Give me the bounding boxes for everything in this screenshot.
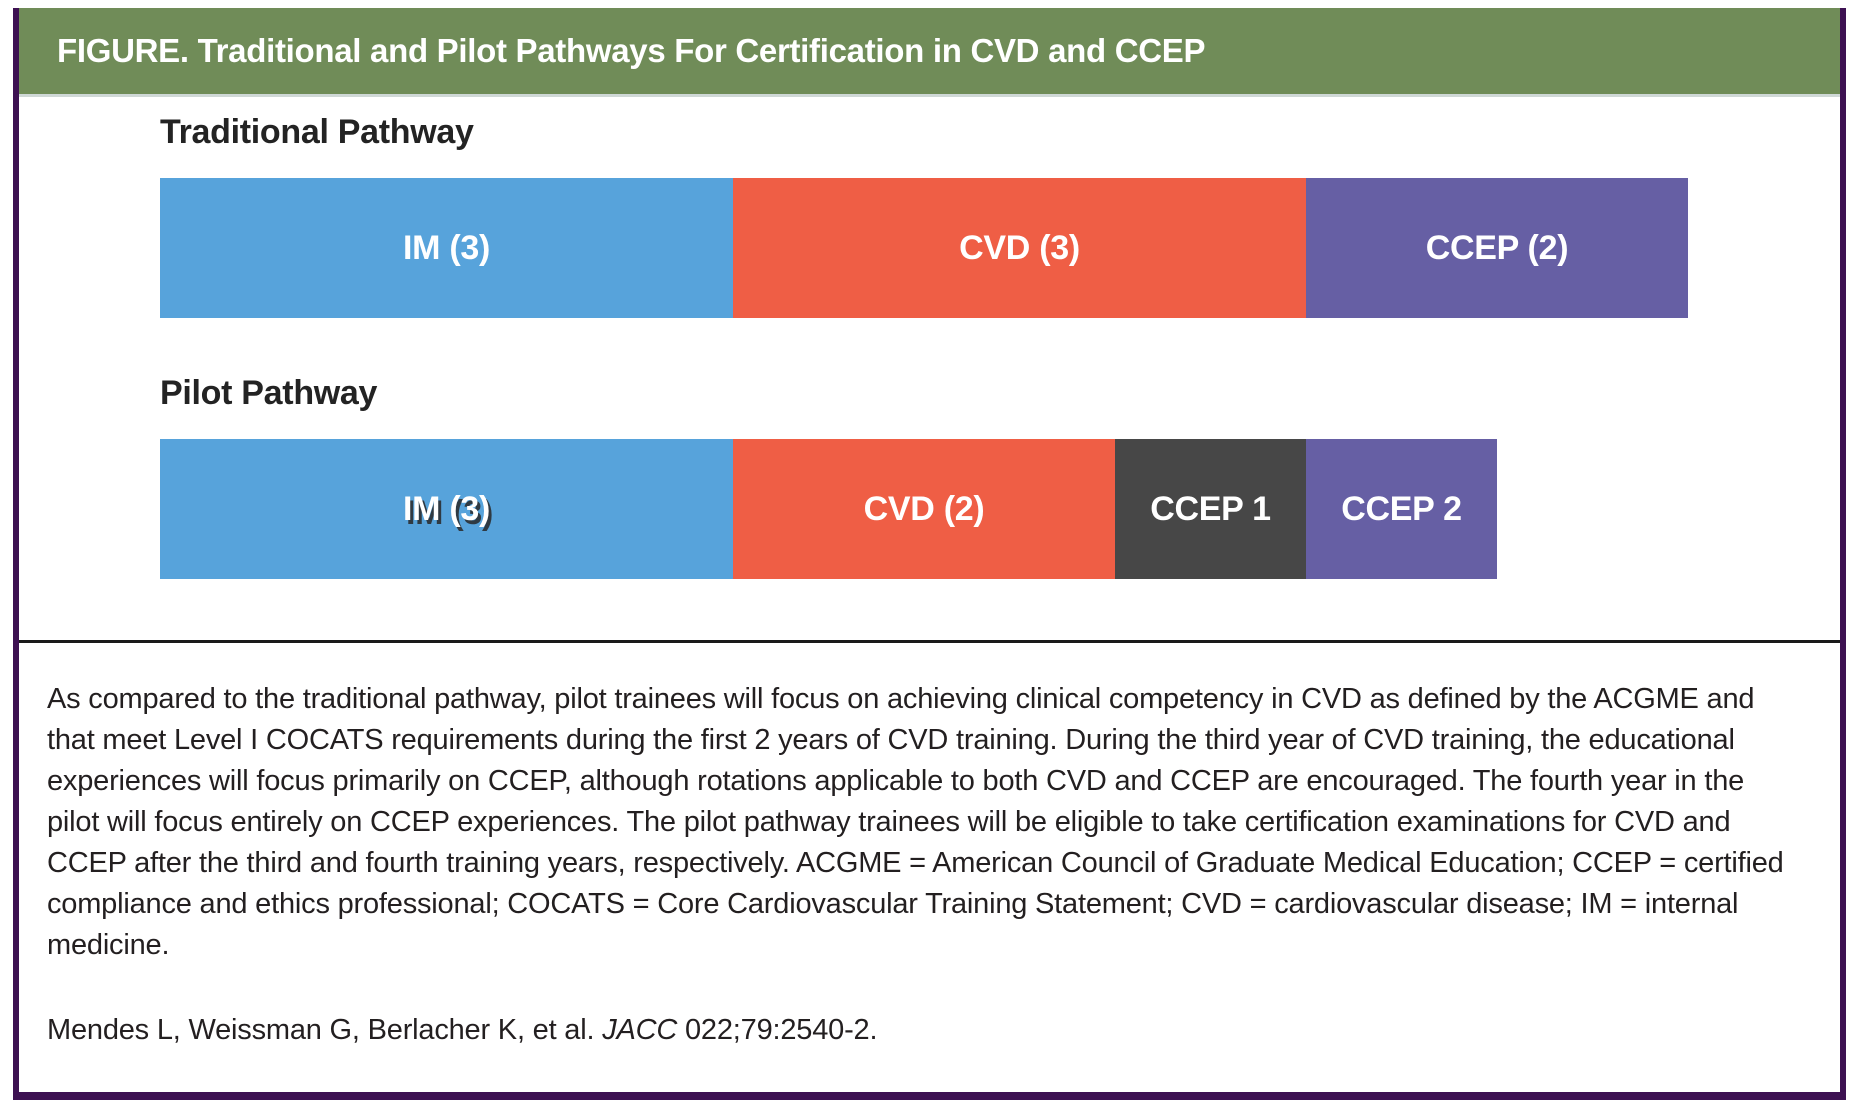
citation-reference: 022;79:2540-2.: [685, 1014, 878, 1046]
citation-journal: JACC: [602, 1014, 678, 1046]
bar-segment: IM (3): [160, 439, 733, 579]
pathway-bar: IM (3) CVD (3) CCEP (2): [160, 178, 1688, 318]
figure-header: FIGURE. Traditional and Pilot Pathways F…: [19, 8, 1840, 97]
chart-panel: Traditional Pathway IM (3) CVD (3) CCEP (2)…: [19, 97, 1840, 640]
bar-segment: CCEP 1: [1115, 439, 1306, 579]
citation-authors: Mendes L, Weissman G, Berlacher K, et al…: [47, 1014, 595, 1046]
bar-segment: CCEP 2: [1306, 439, 1497, 579]
bar-segment-label: IM (3): [403, 228, 490, 267]
pathway-bar: IM (3) CVD (2) CCEP 1 CCEP 2: [160, 439, 1497, 579]
bar-segment-label: CCEP 1: [1150, 489, 1271, 528]
figure-caption: As compared to the traditional pathway, …: [47, 683, 1784, 961]
citation: Mendes L, Weissman G, Berlacher K, et al…: [47, 1010, 1798, 1051]
bar-segment: IM (3): [160, 178, 733, 318]
bar-segment-label: CCEP (2): [1425, 228, 1569, 267]
bar-segment-label: IM (3): [403, 489, 490, 528]
bar-segment: CVD (2): [733, 439, 1115, 579]
figure-container: FIGURE. Traditional and Pilot Pathways F…: [13, 8, 1846, 1100]
caption-panel: As compared to the traditional pathway, …: [19, 640, 1840, 1051]
bar-segment-label: CVD (3): [959, 228, 1080, 267]
bar-segment: CVD (3): [733, 178, 1306, 318]
figure-title: FIGURE. Traditional and Pilot Pathways F…: [57, 32, 1206, 69]
bar-segment-label: CVD (2): [863, 489, 985, 528]
bar-segment: CCEP (2): [1306, 178, 1688, 318]
bar-segment-label: CCEP 2: [1341, 489, 1462, 528]
pathway-label: Traditional Pathway: [160, 113, 474, 151]
pathway-label: Pilot Pathway: [160, 374, 378, 412]
